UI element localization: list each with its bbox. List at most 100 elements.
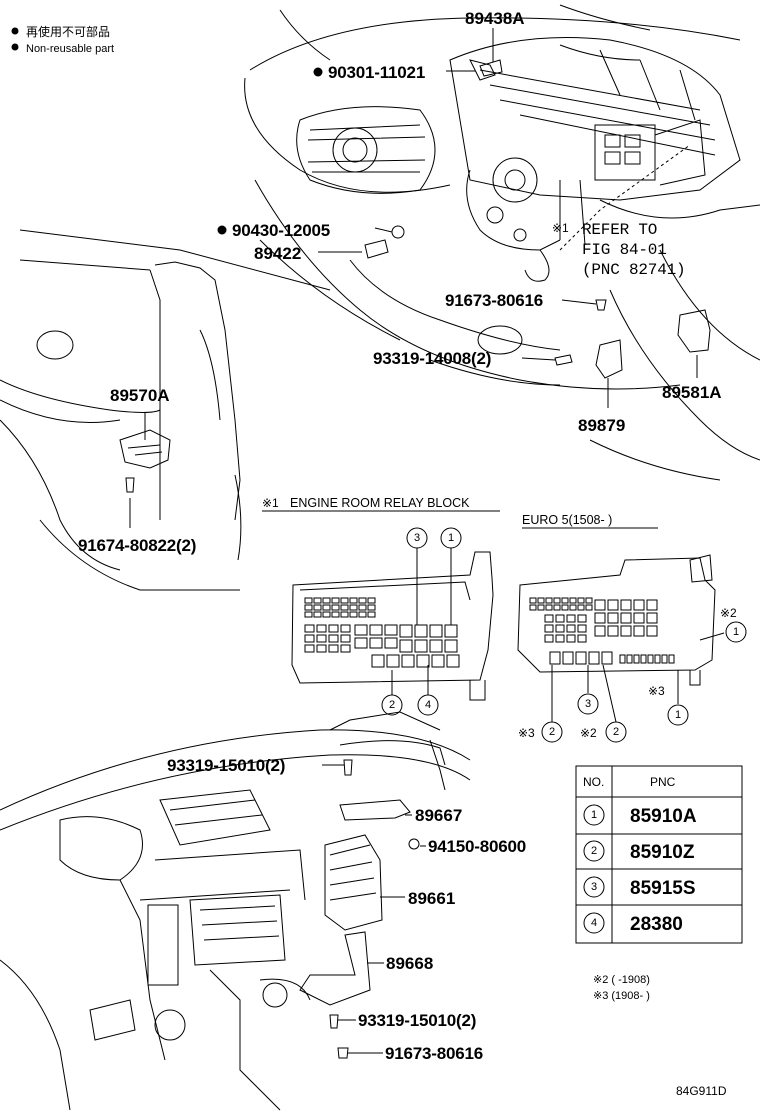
svg-text:1: 1 [448,532,454,544]
table-pnc: 85915S [630,878,696,899]
part-94150-80600: 94150-80600 [428,837,526,856]
fuse-cell [668,654,675,664]
relay-cell [399,639,413,653]
relay-cell [386,654,400,668]
mark-3-right: ※3 [648,684,665,698]
part-91673-80616-bottom: 91673-80616 [385,1044,483,1063]
table-head-no: NO. [583,775,604,789]
fuse-cell [619,654,626,664]
fuse-cell [304,644,315,653]
fuse-cell [585,604,593,611]
relay-cell [384,624,398,636]
fuse-cell [340,634,351,643]
fuse-cell [553,597,561,604]
dashboard-illustration [0,711,471,1111]
part-93319-15010-top: 93319-15010(2) [167,756,285,775]
fuse-cell [304,634,315,643]
fuse-cell [537,604,545,611]
svg-text:2: 2 [549,726,555,738]
legend-dot-icon [11,43,19,51]
svg-text:2: 2 [389,699,395,711]
relay-title: ENGINE ROOM RELAY BLOCK [290,496,470,510]
ref-mark: ※1 [552,221,569,235]
part-93319-14008: 93319-14008(2) [373,349,491,368]
fuse-cell [529,604,537,611]
table-no: 3 [591,881,597,893]
relay-cell [594,612,606,624]
fuse-cell [555,614,565,623]
refer-line-1: REFER TO [582,221,657,239]
relay-cell [607,612,619,624]
euro-label: EURO 5(1508- ) [522,513,612,527]
fuse-cell [569,597,577,604]
fuse-cell [313,604,322,611]
table-pnc: 85910A [630,806,697,827]
fuse-cell [555,624,565,633]
non-reusable-dot-icon [313,67,323,77]
table-no: 2 [591,845,597,857]
footnote-3: ※3 (1908- ) [593,990,650,1002]
fuse-cell [331,604,340,611]
callout-circle-3-left: 3 [406,527,428,549]
vehicle-front-illustration [0,4,760,591]
part-89422: 89422 [254,244,301,263]
relay-cell [384,637,398,649]
fuse-cell [328,624,339,633]
table-no-circle [583,804,605,826]
svg-text:4: 4 [425,699,431,711]
relay-cell [620,612,632,624]
part-89438A: 89438A [465,9,525,28]
legend-jp: 再使用不可部品 [26,24,110,39]
fuse-cell [566,634,576,643]
fuse-cell [367,597,376,604]
relay-cell [607,625,619,637]
svg-text:3: 3 [414,532,420,544]
table-no: 4 [591,917,597,929]
relay-cell [399,624,413,638]
fuse-cell [640,654,647,664]
relay-cell [444,639,458,653]
fuse-cell [561,597,569,604]
upper-part-labels: 89438A 90301-11021 90430-12005 89422 ※1 … [78,9,722,555]
svg-text:1: 1 [675,709,681,721]
non-reusable-dot-icon [217,225,227,235]
fuse-cell [577,597,585,604]
relay-cell [620,599,632,611]
relay-block-section: ※1 ENGINE ROOM RELAY BLOCK EURO 5(1508- … [262,496,747,743]
callout-circle-1-right-lower: 1 [667,704,689,726]
relay-cell [646,612,658,624]
fuse-cell [316,634,327,643]
fuse-cell [304,604,313,611]
fuse-cell [626,654,633,664]
fuse-cell [566,614,576,623]
relay-cell [446,654,460,668]
table-no: 1 [591,809,597,821]
relay-cell [369,624,383,636]
relay-cell [562,651,574,665]
relay-cell [601,651,613,665]
fuse-cell [331,597,340,604]
relay-cell [429,624,443,638]
fuse-cell [561,604,569,611]
leader-lines-upper [129,28,698,528]
lower-part-labels: 93319-15010(2) 89667 94150-80600 89661 8… [167,756,526,1063]
fuse-cell [349,597,358,604]
fuse-cell [313,597,322,604]
legend-en: Non-reusable part [26,43,114,55]
part-89879: 89879 [578,416,625,435]
callout-circle-3-right: 3 [577,693,599,715]
fuse-cell [304,611,313,618]
footnote-2: ※2 ( -1908) [593,974,650,986]
fuse-cell [661,654,668,664]
svg-text:※2: ※2 [580,726,597,740]
part-93319-15010-bottom: 93319-15010(2) [358,1011,476,1030]
fuse-cell [553,604,561,611]
part-90430-12005: 90430-12005 [232,221,330,240]
fuse-cell [585,597,593,604]
fuse-cell [340,604,349,611]
relay-cell [633,599,645,611]
part-89581A: 89581A [662,383,722,402]
part-89570A: 89570A [110,386,170,405]
fuse-cell [340,624,351,633]
part-89667: 89667 [415,806,462,825]
